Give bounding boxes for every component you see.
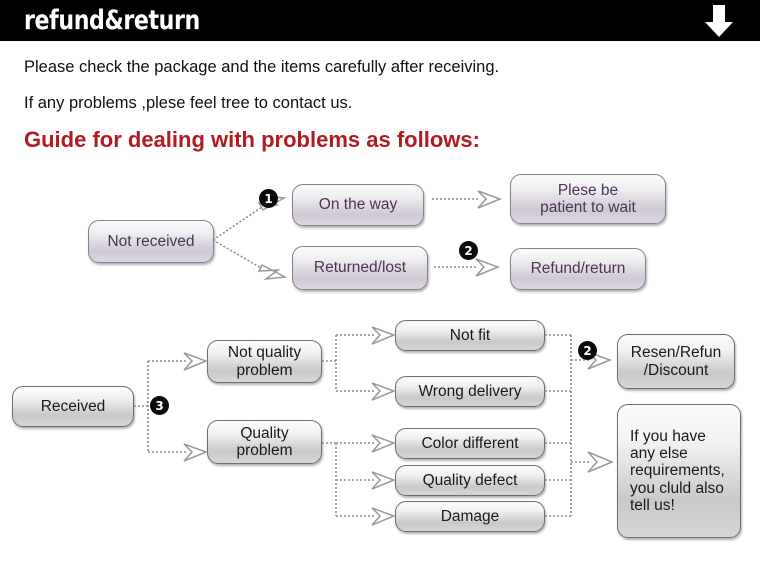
node-returned-lost[interactable]: Returned/lost	[292, 246, 428, 290]
node-outcome-resend-refund-discount[interactable]: Resen/Refun /Discount	[617, 334, 735, 389]
header-bar: refund&return	[0, 0, 760, 41]
node-issue-not-fit[interactable]: Not fit	[395, 320, 545, 351]
intro-line-1: Please check the package and the items c…	[24, 58, 500, 76]
node-line-2: problem	[236, 361, 293, 379]
step-number-1: 1	[259, 189, 278, 208]
node-line-3: requirements,	[630, 462, 725, 480]
node-on-the-way[interactable]: On the way	[292, 184, 424, 226]
page-title: refund&return	[24, 5, 200, 36]
node-outcome-other-requirements[interactable]: If you have any else requirements, you c…	[617, 404, 741, 538]
node-not-quality-problem[interactable]: Not quality problem	[207, 340, 322, 383]
node-refund-return[interactable]: Refund/return	[510, 248, 646, 290]
node-line-1: If you have	[630, 427, 706, 445]
node-issue-color-different[interactable]: Color different	[395, 428, 545, 459]
node-issue-quality-defect[interactable]: Quality defect	[395, 465, 545, 496]
intro-line-2: If any problems ,plese feel tree to cont…	[24, 94, 353, 112]
node-line-1: Resen/Refun	[630, 344, 722, 362]
node-line-2: any else	[630, 444, 688, 462]
node-line-4: you cluld also	[630, 479, 724, 497]
node-line-2: problem	[236, 442, 293, 459]
step-number-3: 3	[150, 396, 169, 415]
node-issue-wrong-delivery[interactable]: Wrong delivery	[395, 376, 545, 407]
step-number-2-top: 2	[459, 241, 478, 260]
down-arrow-icon	[705, 5, 733, 37]
node-line-2: /Discount	[643, 361, 709, 379]
node-not-received[interactable]: Not received	[88, 220, 214, 263]
step-number-2-bottom: 2	[578, 341, 597, 360]
node-plese-be-patient[interactable]: Plese be patient to wait	[510, 174, 666, 224]
node-quality-problem[interactable]: Quality problem	[207, 420, 322, 464]
node-line-5: tell us!	[630, 497, 675, 515]
node-line-1: Plese be	[557, 181, 619, 199]
node-line-1: Not quality	[227, 344, 302, 362]
node-line-2: patient to wait	[540, 199, 636, 216]
node-issue-damage[interactable]: Damage	[395, 501, 545, 532]
node-line-1: Quality	[240, 424, 289, 442]
node-received[interactable]: Received	[12, 386, 134, 427]
guide-heading: Guide for dealing with problems as follo…	[24, 127, 480, 152]
